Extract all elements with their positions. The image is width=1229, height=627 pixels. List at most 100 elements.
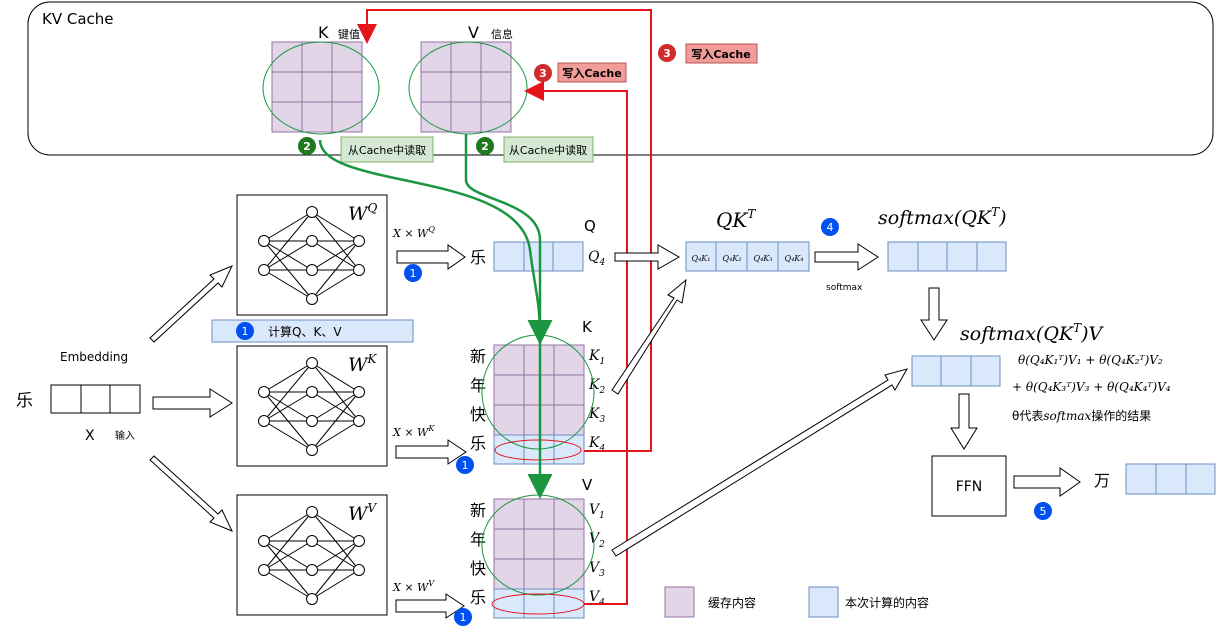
network-edge xyxy=(311,391,360,422)
network-node xyxy=(306,415,318,427)
q-char: 乐 xyxy=(470,248,486,267)
v-matrix xyxy=(493,498,585,619)
xwv-step1-badge-text: 1 xyxy=(460,611,467,624)
network-node xyxy=(258,415,270,427)
xwq-step1-badge xyxy=(404,264,422,282)
network-edge xyxy=(311,240,360,271)
k-row-label-4: K4 xyxy=(588,435,605,454)
network-edge xyxy=(311,269,360,300)
q-title: Q xyxy=(584,217,596,235)
read-cache-tag-a xyxy=(340,136,434,163)
network-edge xyxy=(263,211,313,271)
network-node xyxy=(306,357,318,369)
xwv-label: X × WV xyxy=(392,579,435,594)
network-node xyxy=(258,386,270,398)
input-char: 乐 xyxy=(16,391,33,411)
arrow-softmax-down xyxy=(920,287,948,341)
network-node xyxy=(258,264,270,276)
arrow-ffn-to-output xyxy=(1013,467,1081,497)
k-new-ellipse xyxy=(494,439,582,461)
network-edge xyxy=(311,362,360,393)
network-node xyxy=(306,444,318,456)
k-title: K xyxy=(582,318,593,336)
network-node xyxy=(306,235,318,247)
arrow-k-to-qk xyxy=(611,278,687,395)
arrow-input-to-wk xyxy=(152,388,233,418)
legend-cached-label: 缓存内容 xyxy=(708,595,756,610)
network-node xyxy=(353,235,365,247)
legend-current-label: 本次计算的内容 xyxy=(845,595,929,610)
red-arrow-k-write xyxy=(357,9,652,452)
k-cache-grid xyxy=(271,41,363,133)
legend-cached-swatch xyxy=(664,586,695,618)
k-row-label-3: K3 xyxy=(588,406,605,425)
arrow-qk-to-softmax xyxy=(814,243,879,271)
qk-cell-1: Q₄K₁ xyxy=(692,254,711,263)
network-node xyxy=(306,206,318,218)
compute-step1-badge xyxy=(236,322,254,340)
network-edge xyxy=(263,569,313,600)
softmax-small-label: softmax xyxy=(826,283,863,293)
v-row-char-4: 乐 xyxy=(470,588,486,607)
network-edge xyxy=(263,511,313,571)
write-cache-tag-b xyxy=(685,43,758,64)
network-node xyxy=(306,293,318,305)
arrow-xwv xyxy=(395,593,465,619)
k-row-char-1: 新 xyxy=(470,347,486,366)
embedding-label: Embedding xyxy=(60,350,128,364)
k-cache-ellipse xyxy=(262,41,380,135)
network-node xyxy=(306,593,318,605)
result-vector xyxy=(911,355,1001,387)
formula-line3: θ代表softmax操作的结果 xyxy=(1012,408,1151,423)
write-cache-label-a: 写入Cache xyxy=(562,67,621,80)
arrow-xwq xyxy=(396,244,466,270)
network-node xyxy=(353,415,365,427)
green-arrow-v-read xyxy=(464,134,553,499)
output-vector xyxy=(1125,463,1216,495)
step3-badge-a xyxy=(534,64,552,82)
xwv-step1-badge xyxy=(454,608,472,626)
step2-badge-b xyxy=(476,137,494,155)
network-edge xyxy=(311,420,360,451)
compute-qkv-box xyxy=(211,319,414,343)
compute-step1-badge-text: 1 xyxy=(242,325,249,338)
xwk-step1-badge-text: 1 xyxy=(462,459,469,472)
qk-cell-3: Q₄K₃ xyxy=(754,254,773,263)
wq-label: WQ xyxy=(348,201,378,225)
v-row-char-3: 快 xyxy=(470,559,486,578)
network-graph-2 xyxy=(258,506,365,605)
formula-line1: θ(Q₄K₁ᵀ)V₁ + θ(Q₄K₂ᵀ)V₂ xyxy=(1018,353,1163,367)
read-cache-label-a: 从Cache中读取 xyxy=(348,143,426,157)
wv-label: WV xyxy=(348,501,378,525)
network-edge xyxy=(311,211,360,242)
softmax-title: softmax(QKT) xyxy=(878,205,1007,229)
step2-badge-b-text: 2 xyxy=(481,140,489,153)
network-edge xyxy=(311,540,360,571)
x-label: X xyxy=(85,428,95,444)
red-arrow-v-write xyxy=(524,81,628,605)
ffn-label: FFN xyxy=(956,479,983,495)
k-row-char-3: 快 xyxy=(470,405,486,424)
qk-cell-4: Q₄K₄ xyxy=(785,254,804,263)
ffn-box xyxy=(931,455,1007,517)
neural-network-graphics xyxy=(258,206,365,605)
network-edge xyxy=(263,362,313,393)
step4-badge-text: 4 xyxy=(827,221,834,234)
network-node xyxy=(306,564,318,576)
k-cache-label: K xyxy=(318,23,329,42)
arrow-xwk xyxy=(395,439,467,465)
xwq-step1-badge-text: 1 xyxy=(410,267,417,280)
network-node xyxy=(306,386,318,398)
v-row-label-1: V1 xyxy=(589,502,605,521)
network-edge xyxy=(311,391,360,451)
network-graph-1 xyxy=(258,357,365,456)
input-vector xyxy=(50,384,141,414)
read-cache-tag-b xyxy=(503,136,594,163)
softmax-vector xyxy=(887,241,1007,272)
step3-badge-b-text: 3 xyxy=(663,47,671,60)
network-edge xyxy=(263,240,313,271)
xwq-label: X × WQ xyxy=(392,225,435,240)
qk-vector xyxy=(685,241,810,272)
network-node xyxy=(353,386,365,398)
